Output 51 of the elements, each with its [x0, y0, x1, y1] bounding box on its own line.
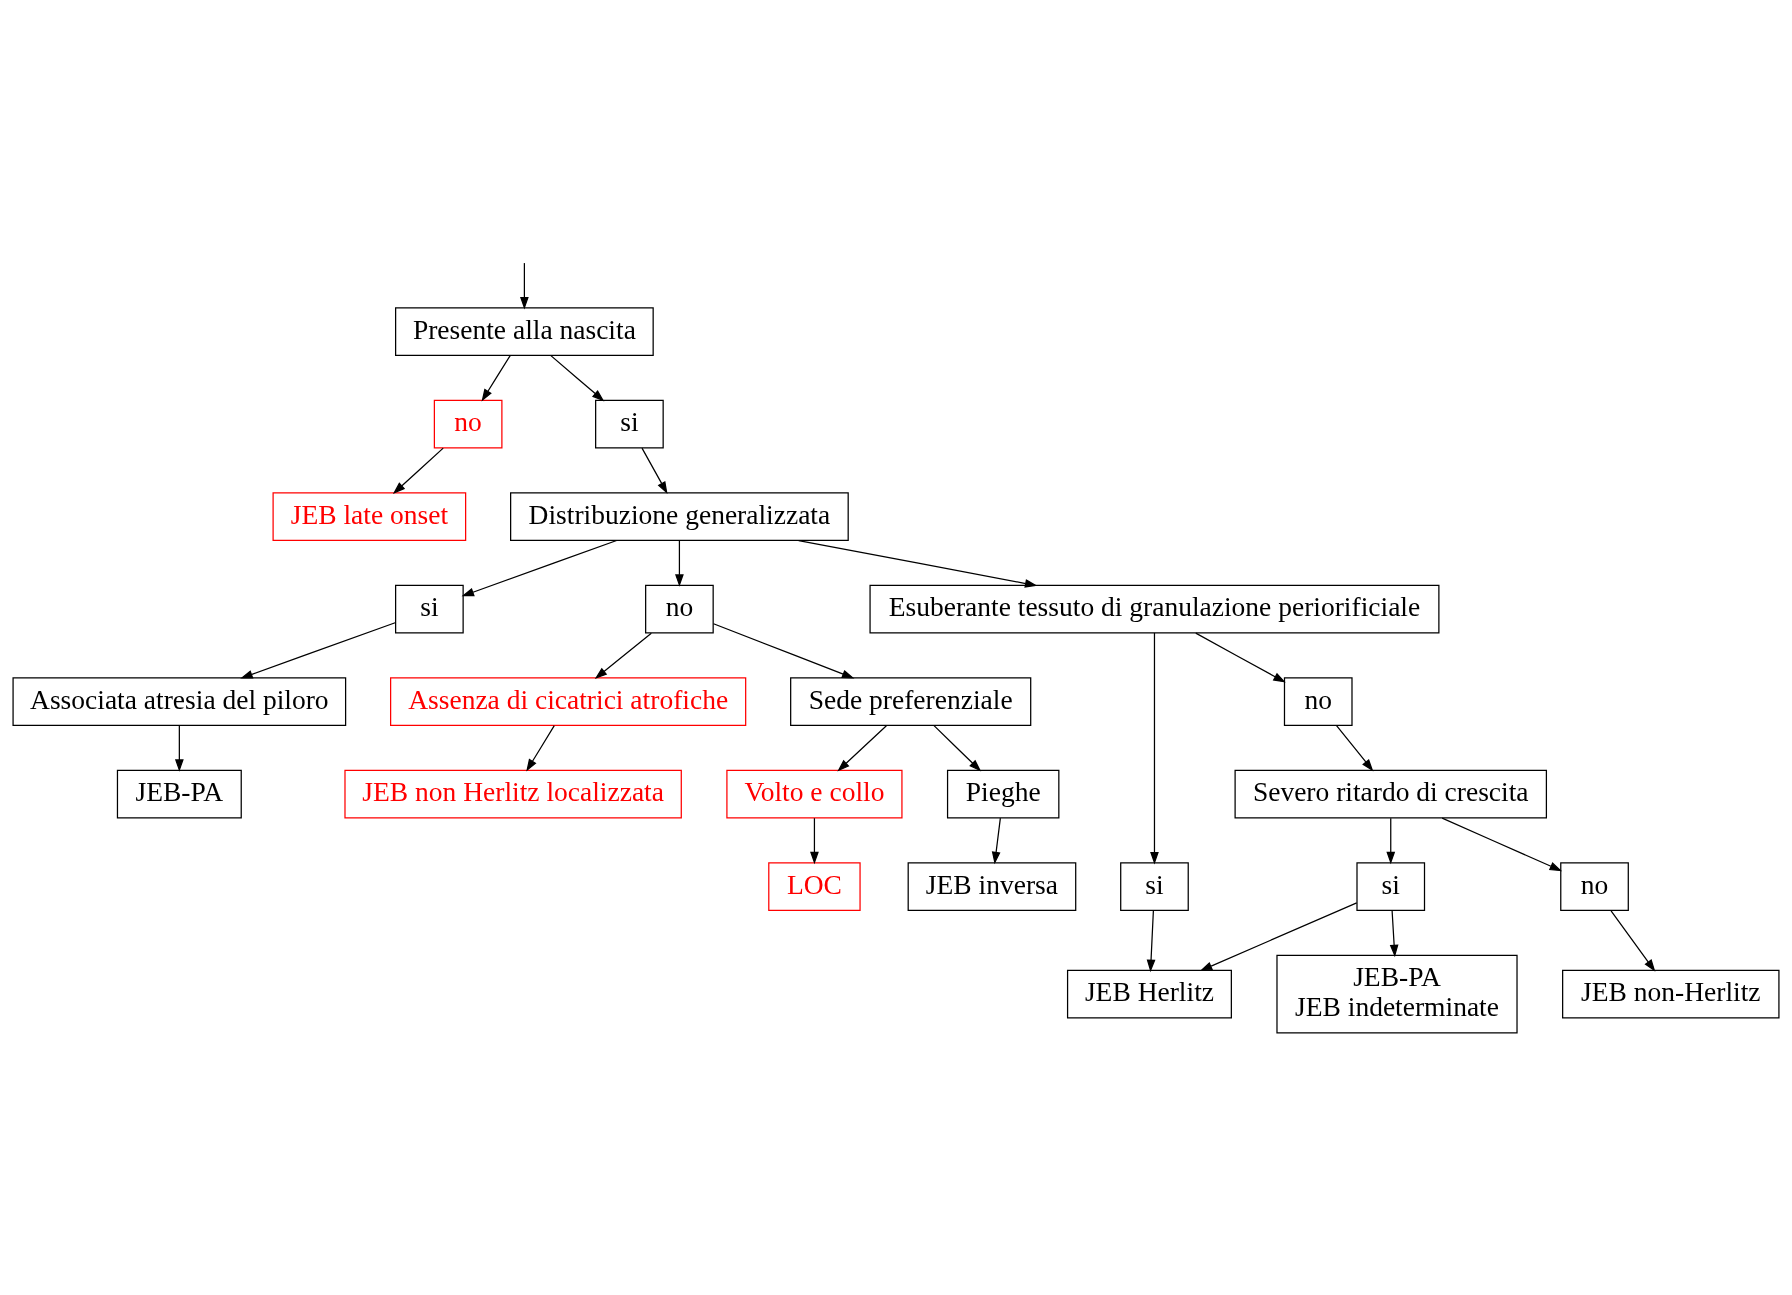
- arrow: [174, 725, 184, 772]
- arrow: [461, 539, 618, 597]
- arrow: [526, 725, 555, 772]
- node-box: si: [1120, 862, 1189, 912]
- arrow: [641, 447, 668, 495]
- node-box: no: [1283, 677, 1353, 727]
- node-box: JEB inversa: [907, 862, 1077, 912]
- node-box: Distribuzione generalizzata: [510, 492, 849, 542]
- arrow: [1441, 817, 1563, 872]
- node-box: no: [433, 399, 503, 449]
- node-box: Assenza di cicatrici atrofiche: [390, 677, 747, 727]
- node-box: Severo ritardo di crescita: [1234, 769, 1548, 819]
- node-box: si: [1356, 862, 1426, 912]
- node-box: Presente alla nascita: [395, 307, 654, 357]
- arrow: [1150, 632, 1159, 865]
- node-box: no: [645, 584, 714, 634]
- arrow: [837, 725, 888, 772]
- arrow: [810, 817, 819, 865]
- arrow: [550, 355, 605, 402]
- node-box: JEB non Herlitz localizzata: [344, 769, 682, 819]
- arrow: [1195, 632, 1286, 683]
- arrow: [392, 447, 444, 494]
- arrow: [712, 623, 855, 679]
- node-box: JEB-PA JEB indeterminate: [1276, 954, 1518, 1034]
- arrow: [481, 355, 511, 402]
- node-box: si: [395, 584, 464, 634]
- arrow: [1610, 910, 1656, 972]
- node-box: Associata atresia del piloro: [12, 677, 347, 727]
- node-box: JEB non-Herlitz: [1562, 969, 1780, 1019]
- node-box: Pieghe: [946, 769, 1060, 819]
- node-box: JEB late onset: [272, 492, 467, 542]
- node-box: JEB-PA: [116, 769, 242, 819]
- arrow: [594, 632, 652, 679]
- node-box: Volto e collo: [726, 769, 903, 819]
- arrow: [1199, 902, 1358, 972]
- arrow: [991, 817, 1001, 865]
- arrow: [240, 622, 396, 679]
- node-box: si: [595, 399, 664, 449]
- arrow: [798, 539, 1038, 588]
- node-box: JEB Herlitz: [1066, 969, 1232, 1019]
- arrow: [1386, 817, 1396, 865]
- arrow: [1335, 725, 1374, 772]
- arrow: [520, 262, 529, 310]
- arrow: [933, 725, 982, 772]
- arrow: [1146, 910, 1156, 973]
- arrow: [675, 540, 684, 587]
- node-box: Sede preferenziale: [790, 677, 1032, 727]
- arrow: [1389, 910, 1399, 958]
- node-box: LOC: [768, 862, 861, 912]
- node-box: Esuberante tessuto di granulazione periorificiale: [869, 584, 1440, 634]
- node-box: no: [1560, 862, 1629, 912]
